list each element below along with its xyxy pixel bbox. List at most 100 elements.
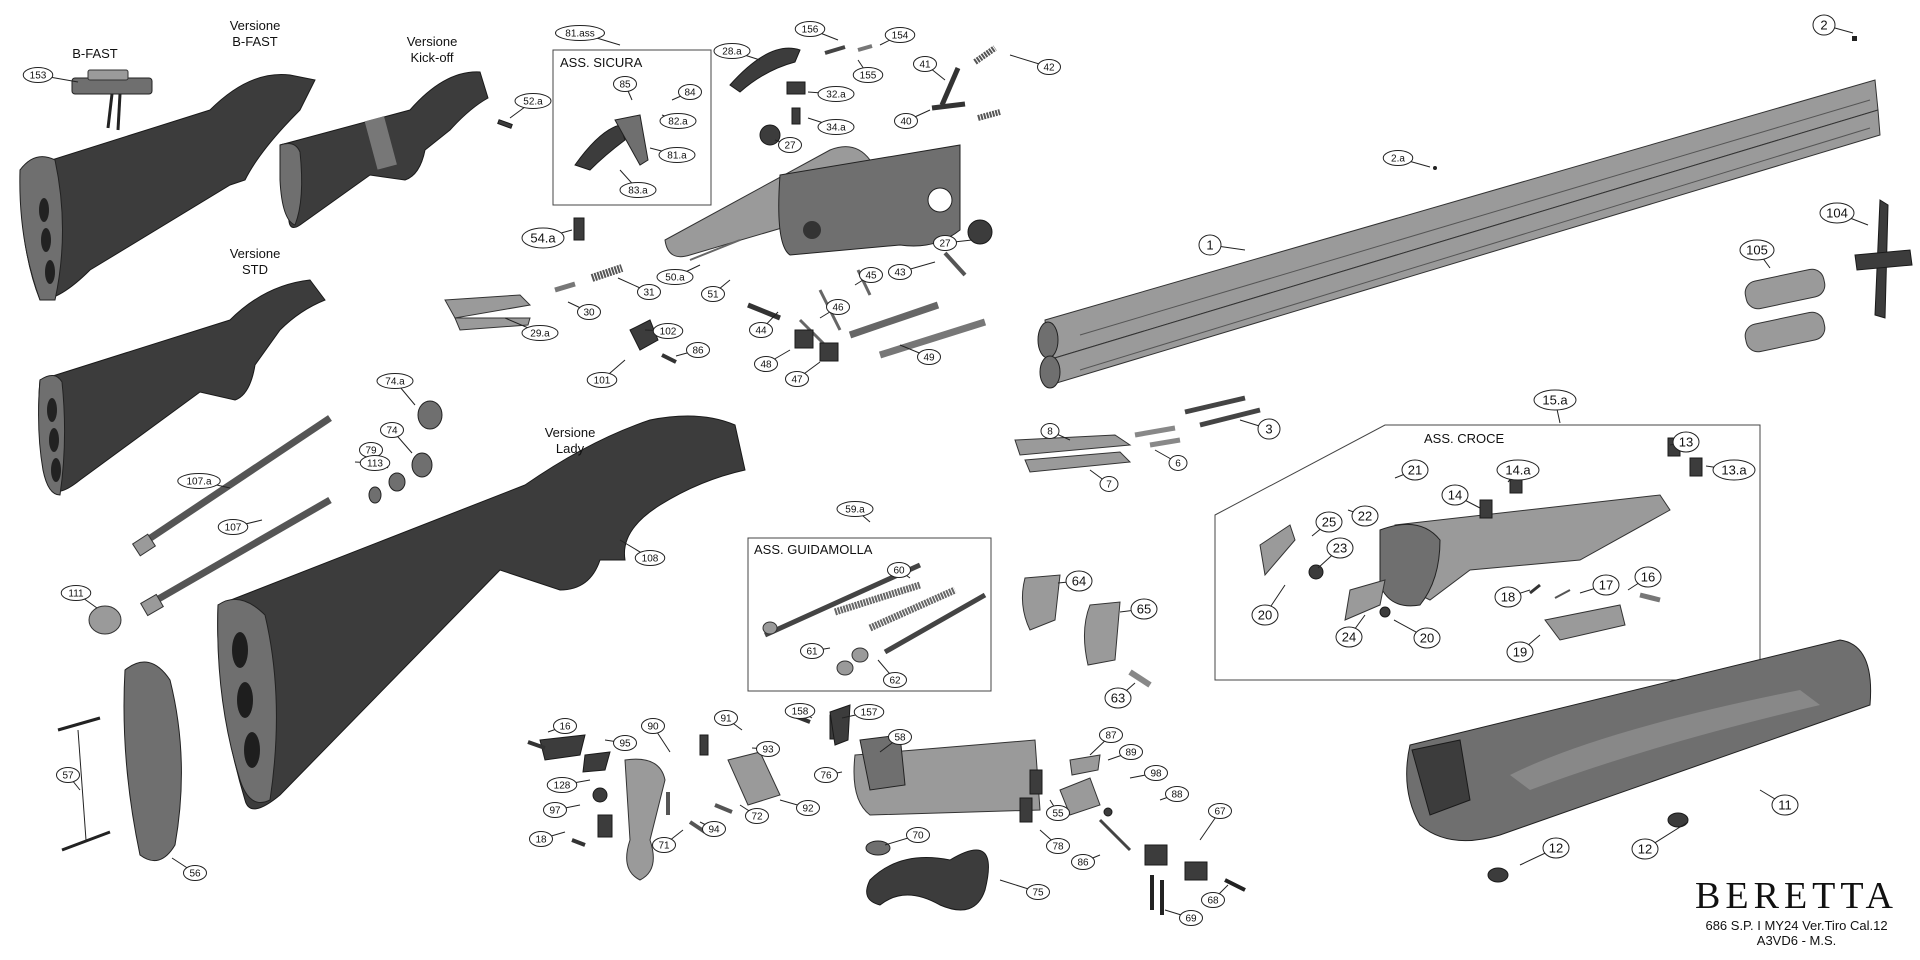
callout-50-a: 50.a [656,264,701,285]
callout-56: 56 [171,857,207,881]
callout-bubble [749,322,773,338]
callout-bubble [1037,59,1061,75]
callout-label: 67 [1214,807,1226,818]
callout-label: 40 [900,117,912,128]
callout-bubble [1046,805,1070,821]
callout-bubble [817,86,855,102]
callout-label: 157 [861,708,878,719]
callout-label: 94 [708,825,720,836]
callout-bubble [177,473,221,489]
callout-bubble [543,802,567,818]
callout-bubble [796,800,820,816]
callout-bubble [1040,423,1060,439]
callout-bubble [577,304,601,320]
callouts: 15352.a81.ass858482.a81.a83.a28.a1561541… [22,14,1869,926]
callout-28-a: 28.a [713,43,761,61]
callout-43: 43 [888,261,936,280]
callout-74-a: 74.a [376,373,416,406]
callout-13: 13 [1669,431,1700,453]
callout-label: 6 [1175,459,1181,470]
callout-bubble [514,93,552,109]
callout-bubble [826,299,850,315]
callout-label: 15.a [1542,393,1568,408]
callout-label: 50.a [665,273,685,284]
callout-bubble [1401,459,1429,481]
callout-1: 1 [1198,234,1246,256]
callout-bubble [529,831,553,847]
callout-label: 128 [554,781,571,792]
callout-bubble [1071,854,1095,870]
callout-label: 27 [939,239,951,250]
callout-bubble [1739,239,1775,261]
callout-72: 72 [739,804,769,824]
callout-label: 78 [1052,842,1064,853]
callout-label: 28.a [722,47,742,58]
callout-bubble [714,710,738,726]
ejectors-pins [1014,395,1261,473]
callout-bubble [1315,511,1343,533]
callout-label: 84 [684,88,696,99]
callout-17: 17 [1579,574,1620,596]
callout-bubble [817,119,855,135]
callout-2: 2 [1812,14,1854,36]
callout-label: 107.a [186,477,211,488]
callout-158: 158 [784,703,816,719]
callout-68: 68 [1201,884,1229,908]
callout-label: 107 [225,523,242,534]
callout-84: 84 [671,84,702,101]
croce-assembly-box [1214,424,1761,681]
callout-bubble [800,643,824,659]
callout-label: 87 [1105,731,1117,742]
stock-bfast [19,73,316,301]
callout-113: 113 [354,455,391,471]
callout-label: 65 [1137,602,1151,617]
callout-label: 18 [1501,590,1515,605]
callout-154: 154 [879,27,916,46]
callout-105: 105 [1739,239,1775,269]
callout-label: 105 [1746,243,1768,258]
callout-label: 75 [1032,888,1044,899]
callout-86: 86 [1071,854,1101,870]
callout-label: 46 [832,303,844,314]
callout-8: 8 [1040,423,1071,441]
sicura-assembly-parts [574,47,993,245]
callout-81-a: 81.a [649,147,696,163]
callout-bubble [884,27,916,43]
callout-92: 92 [779,799,820,816]
callout-label: 102 [660,327,677,338]
callout-bubble [894,113,918,129]
callout-bubble [586,372,618,388]
pins-springs-upper [444,44,1001,364]
callout-bubble [1257,418,1281,440]
forend [1406,639,1872,883]
callout-label: 83.a [628,186,648,197]
callout-3: 3 [1239,418,1281,440]
callout-label: 60 [893,566,905,577]
callout-label: 3 [1265,422,1272,437]
callout-label: 43 [894,268,906,279]
callout-bubble [933,235,957,251]
callout-94: 94 [699,821,726,837]
callout-30: 30 [567,301,601,320]
callout-93: 93 [751,741,780,757]
callout-bubble [1165,786,1189,802]
callout-bubble [613,735,637,751]
callout-155: 155 [852,59,884,83]
callout-label: 42 [1043,63,1055,74]
callout-bubble [1144,765,1168,781]
callout-bubble [1201,892,1225,908]
callout-95: 95 [604,735,637,751]
callout-bubble [1208,803,1232,819]
callout-label: 52.a [523,97,543,108]
callout-bubble [1533,389,1577,411]
callout-90: 90 [641,718,671,753]
callout-bubble [686,342,710,358]
callout-bubble [22,67,54,83]
callout-104: 104 [1819,202,1869,226]
callout-32-a: 32.a [807,86,855,102]
callout-bubble [1382,150,1414,166]
callout-22: 22 [1347,505,1379,527]
callout-13-a: 13.a [1705,459,1756,481]
